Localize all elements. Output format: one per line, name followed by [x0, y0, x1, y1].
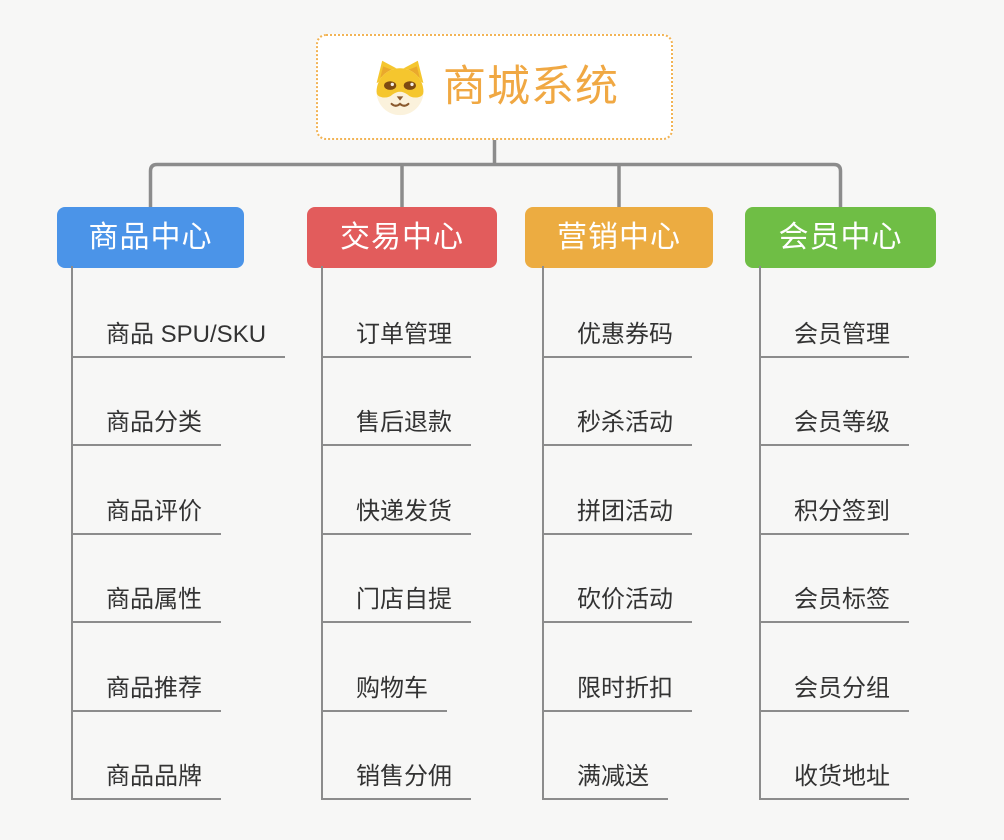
branch-frame-line [148, 162, 843, 209]
leaf-item[interactable]: 快递发货 [322, 500, 471, 535]
root-title: 商城系统 [443, 62, 619, 111]
leaf-item[interactable]: 会员标签 [760, 588, 909, 623]
leaf-item[interactable]: 订单管理 [322, 323, 471, 358]
leaf-item[interactable]: 会员管理 [760, 323, 909, 358]
leaf-item[interactable]: 积分签到 [760, 500, 909, 535]
leaf-item[interactable]: 拼团活动 [543, 500, 692, 535]
leaf-item[interactable]: 会员分组 [760, 677, 909, 712]
leaf-item[interactable]: 商品品牌 [72, 765, 221, 800]
leaf-item[interactable]: 门店自提 [322, 588, 471, 623]
leaf-item[interactable]: 商品分类 [72, 411, 221, 446]
leaf-item[interactable]: 商品 SPU/SKU [72, 323, 286, 358]
branch-label: 会员中心 [778, 220, 903, 254]
leaf-item[interactable]: 商品评价 [72, 500, 221, 535]
leaf-item[interactable]: 限时折扣 [543, 677, 692, 712]
leaf-item[interactable]: 会员等级 [760, 411, 909, 446]
leaf-item[interactable]: 购物车 [322, 677, 447, 712]
root-node[interactable]: 商城系统 [316, 34, 673, 140]
leaf-item[interactable]: 砍价活动 [543, 588, 692, 623]
branch-node-trade-center[interactable]: 交易中心 [307, 207, 497, 268]
leaf-item[interactable]: 优惠券码 [543, 323, 692, 358]
leaf-item[interactable]: 商品属性 [72, 588, 221, 623]
branch-node-marketing-center[interactable]: 营销中心 [525, 207, 713, 268]
leaf-item[interactable]: 满减送 [543, 765, 668, 800]
branch-label: 营销中心 [557, 220, 681, 254]
branch-label: 交易中心 [340, 220, 464, 254]
leaf-item[interactable]: 收货地址 [760, 765, 909, 800]
shiba-dog-icon [370, 57, 430, 117]
leaf-item[interactable]: 秒杀活动 [543, 411, 692, 446]
branch-label: 商品中心 [88, 220, 213, 254]
leaf-item[interactable]: 售后退款 [322, 411, 471, 446]
branch-node-member-center[interactable]: 会员中心 [745, 207, 936, 268]
leaf-item[interactable]: 商品推荐 [72, 677, 221, 712]
branch-node-product-center[interactable]: 商品中心 [57, 207, 244, 268]
leaf-item[interactable]: 销售分佣 [322, 765, 471, 800]
